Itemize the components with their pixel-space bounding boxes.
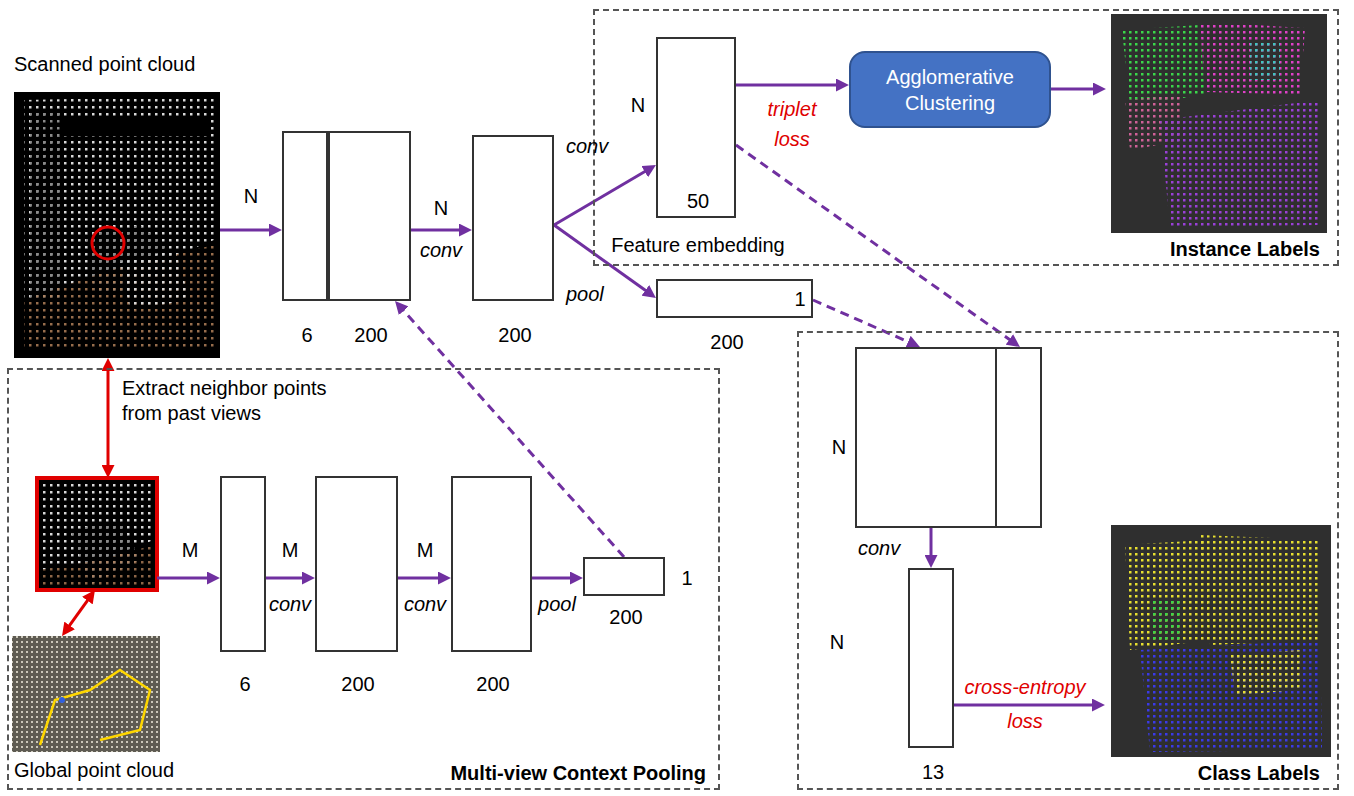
edge-label: conv: [420, 238, 462, 262]
flow-arrow: [411, 229, 467, 232]
tensor-box: 200: [315, 476, 398, 652]
tensor-box: N13: [908, 568, 954, 748]
segment-points: [1122, 25, 1205, 105]
dimension-label: 1: [681, 566, 692, 590]
tensor-box: 6: [220, 476, 266, 652]
edge-label: conv: [269, 592, 311, 616]
map-points: [12, 636, 160, 752]
tensor-box: 1200: [583, 557, 665, 596]
dashed-region: Instance LabelsN50Feature embeddingAgglo…: [593, 9, 1339, 266]
flow-arrow: [930, 528, 933, 563]
cropped-view-image: [37, 478, 157, 590]
flow-arrow: [554, 168, 652, 225]
tensor-box: N50Feature embedding: [656, 37, 736, 218]
process-label: Agglomerative Clustering: [851, 64, 1049, 116]
tensor-box: 1200: [656, 279, 813, 318]
panel-heading: Scanned point cloud: [14, 52, 195, 76]
wall-gap: [40, 118, 210, 136]
tensor-box: 200: [451, 476, 532, 652]
panel-heading: Global point cloud: [14, 758, 174, 782]
global-map-panel: Global point cloud: [12, 636, 160, 752]
edge-label: pool: [566, 282, 604, 306]
dimension-label: 6: [239, 672, 250, 696]
dimension-label: M: [417, 538, 434, 562]
camera-path: [40, 670, 150, 745]
dimension-label: N: [832, 435, 846, 459]
class-points: [1150, 600, 1180, 640]
floor-points: [40, 545, 154, 588]
tensor-box: 200: [328, 131, 411, 301]
process-box: Agglomerative Clustering: [849, 51, 1051, 128]
dimension-label: 13: [922, 760, 944, 784]
highlight-circle: [92, 227, 124, 259]
flow-arrow: [398, 577, 446, 580]
dimension-label: N: [830, 630, 844, 654]
instance-labels-image: [1111, 14, 1327, 233]
edge-label: conv: [858, 536, 900, 560]
flow-arrow: [220, 229, 277, 232]
dimension-label: 1: [794, 287, 805, 311]
dashed-region: Class LabelsNN13: [797, 331, 1339, 790]
tensor-box: N: [855, 347, 1042, 528]
floor-points: [24, 245, 214, 350]
side-wall-points: [30, 108, 60, 300]
class-points: [1230, 650, 1300, 695]
image-ground: [12, 636, 160, 752]
tensor-box: 6: [282, 131, 328, 301]
dimension-label: 200: [710, 330, 743, 354]
edge-label: triplet loss: [757, 94, 827, 154]
camera-marker: [59, 697, 65, 703]
edge-label: M: [182, 538, 199, 562]
global-point-cloud-image: [12, 636, 160, 752]
flow-arrow: [266, 577, 310, 580]
box-caption: Feature embedding: [611, 233, 784, 257]
segment-points: [1250, 40, 1280, 80]
segment-points: [1200, 22, 1305, 95]
image-ground: [14, 92, 220, 358]
dimension-label: N: [434, 196, 448, 220]
edge-label: pool: [538, 592, 576, 616]
region-title: Multi-view Context Pooling: [450, 761, 706, 785]
dimension-label: N: [631, 93, 645, 117]
dimension-label: M: [282, 538, 299, 562]
dimension-label: 200: [498, 323, 531, 347]
dimension-label: 6: [301, 323, 312, 347]
flow-arrow: [532, 577, 578, 580]
segment-points: [1160, 100, 1320, 228]
cropped-view-panel: Extract neighbor points from past views: [37, 478, 157, 590]
scanned-point-cloud-image: [14, 92, 220, 358]
red-frame: [37, 478, 157, 590]
flow-arrow: [736, 84, 844, 87]
class-points: [1125, 540, 1210, 650]
flow-arrow: [107, 363, 110, 473]
dashed-arrow: [813, 300, 915, 345]
image-ground: [37, 478, 157, 590]
dimension-label: 50: [687, 189, 709, 213]
region-title: Class Labels: [1198, 761, 1320, 785]
class-points: [1200, 535, 1320, 645]
tensor-box: 200: [472, 135, 554, 301]
edge-label: N: [244, 184, 258, 208]
dimension-label: 200: [341, 672, 374, 696]
panel-heading: Extract neighbor points from past views: [122, 376, 352, 426]
flow-arrow: [157, 577, 215, 580]
concat-divider: [995, 349, 997, 526]
desk-points: [120, 250, 190, 310]
dimension-label: 200: [476, 672, 509, 696]
point-cloud-panel: Scanned point cloud: [14, 92, 220, 358]
edge-label: conv: [566, 134, 608, 158]
dashed-region: Multi-view Context Pooling Extract neighb…: [7, 368, 720, 790]
image-ground: [1111, 525, 1331, 757]
edge-label: conv: [404, 592, 446, 616]
class-points: [1140, 640, 1322, 752]
dimension-label: 200: [609, 605, 642, 629]
dimension-label: 200: [354, 323, 387, 347]
loss-label: cross-entropy loss: [955, 670, 1095, 738]
output-arrow: [954, 704, 1100, 707]
class-labels-image: [1111, 525, 1331, 757]
image-ground: [1111, 14, 1327, 233]
flow-arrow: [65, 594, 92, 632]
region-title: Instance Labels: [1170, 237, 1320, 261]
